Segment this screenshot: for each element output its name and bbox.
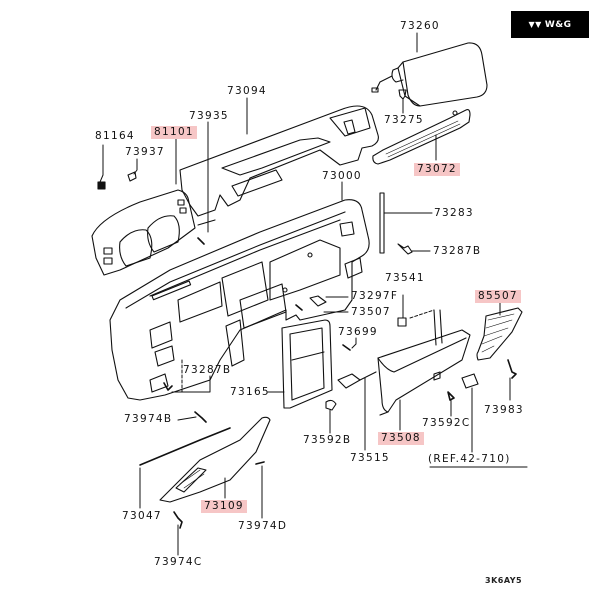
diagram-code: 3K6AY5 — [485, 576, 523, 585]
glove-box-73508 — [377, 309, 471, 416]
label-73541[interactable]: 73541 — [385, 272, 425, 284]
bolt-73983 — [507, 359, 517, 379]
label-81164[interactable]: 81164 — [95, 130, 135, 142]
label-73974b[interactable]: 73974B — [124, 413, 173, 425]
label-73508[interactable]: 73508 — [378, 432, 424, 445]
damper-73507 — [309, 295, 327, 307]
label-73507[interactable]: 73507 — [351, 306, 391, 318]
clip-73974c — [173, 511, 183, 529]
label-73974c[interactable]: 73974C — [154, 556, 203, 568]
grommet-73592b — [325, 399, 337, 411]
lid-85507 — [476, 307, 523, 361]
screw-73297f — [295, 304, 303, 311]
latch-73515 — [337, 373, 361, 389]
wg-logo-icon: ▼▼ — [528, 20, 542, 29]
center-bezel-73165 — [281, 319, 333, 409]
label-73974d[interactable]: 73974D — [238, 520, 288, 532]
label-73297f[interactable]: 73297F — [351, 290, 399, 302]
clip-73974d — [255, 461, 265, 465]
clip-73541 — [397, 317, 407, 327]
airbag-module — [371, 42, 488, 107]
clip-73974b — [194, 411, 207, 423]
label-73592c[interactable]: 73592C — [422, 417, 471, 429]
switch-ref — [461, 373, 479, 389]
label-ref-42-710[interactable]: (REF.42-710) — [428, 453, 511, 465]
label-73699[interactable]: 73699 — [338, 326, 378, 338]
lower-panel-73109 — [159, 416, 271, 503]
label-73935[interactable]: 73935 — [189, 110, 229, 122]
clip-73937 — [127, 171, 137, 182]
label-73109[interactable]: 73109 — [201, 500, 247, 513]
label-73937[interactable]: 73937 — [125, 146, 165, 158]
label-73283[interactable]: 73283 — [434, 207, 474, 219]
label-73094[interactable]: 73094 — [227, 85, 267, 97]
label-73592b[interactable]: 73592B — [303, 434, 352, 446]
bumper-73592c — [447, 391, 455, 401]
strip-73283 — [379, 192, 385, 254]
cluster-bezel-81101 — [91, 189, 196, 276]
brand-badge: ▼▼ W&G — [511, 11, 589, 38]
garnish-73072 — [372, 109, 471, 165]
label-73072[interactable]: 73072 — [414, 163, 460, 176]
dashboard-73000 — [109, 199, 370, 401]
label-73275[interactable]: 73275 — [384, 114, 424, 126]
clip-73275 — [398, 89, 407, 100]
screw-73699 — [342, 344, 351, 351]
rod-73047 — [139, 427, 231, 466]
brand-text: W&G — [544, 19, 572, 30]
upper-panel-73094 — [179, 105, 379, 217]
clip-81164 — [97, 181, 106, 190]
label-73983[interactable]: 73983 — [484, 404, 524, 416]
label-73260[interactable]: 73260 — [400, 20, 440, 32]
label-81101[interactable]: 81101 — [151, 126, 197, 139]
label-85507[interactable]: 85507 — [475, 290, 521, 303]
label-73515[interactable]: 73515 — [350, 452, 390, 464]
bolt-73287b-left — [163, 382, 173, 391]
label-73165[interactable]: 73165 — [230, 386, 270, 398]
label-73047[interactable]: 73047 — [122, 510, 162, 522]
screw-73935 — [197, 237, 205, 245]
bolt-73287b-right — [397, 243, 413, 255]
label-73287b-left[interactable]: 73287B — [183, 364, 232, 376]
label-73000[interactable]: 73000 — [322, 170, 362, 182]
label-73287b-right[interactable]: 73287B — [433, 245, 482, 257]
